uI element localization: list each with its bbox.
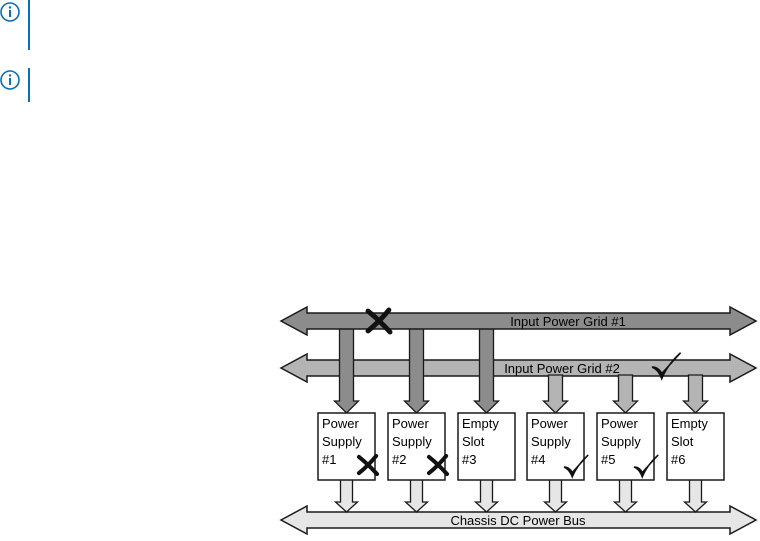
slot-label-line: Power [531,416,569,431]
slot-label-line: #5 [601,452,615,467]
slot-box [457,412,516,481]
slot-label-line: Power [392,416,430,431]
grid-2-drop-arrow [611,374,640,414]
slot-label-line: Supply [322,434,362,449]
input-power-grid-2 [279,352,758,384]
slot-output-arrow [612,478,639,513]
info-note-2 [0,68,40,102]
slot-label-line: #6 [671,452,685,467]
slot-label-line: Supply [601,434,641,449]
grid-2-ok-icon [651,352,682,381]
slot-fail-icon [356,453,380,477]
grid-1-drop-arrow [402,327,431,414]
grid-2-drop-arrow [681,374,710,414]
grid-1-label: Input Power Grid #1 [510,314,626,329]
chassis-dc-power-bus [279,504,758,536]
grid-1-fail-icon [365,307,393,335]
slot-ok-icon [563,454,589,479]
slot-output-arrow [542,478,569,513]
grid-2-drop-arrow [541,374,570,414]
slot-output-arrow [473,478,500,513]
info-icon [0,70,20,90]
slot-output-arrow [682,478,709,513]
slot-ok-icon [633,454,659,479]
slot-box [666,412,725,481]
slot-label-line: #2 [392,452,406,467]
grid-1-drop-arrow [332,327,361,414]
slot-output-arrow [333,478,360,513]
slot-output-arrow [403,478,430,513]
grid-1-drop-arrow [472,327,501,414]
slot-label-line: Empty [671,416,708,431]
slot-box [596,412,655,481]
grid-2-label: Input Power Grid #2 [504,361,620,376]
note-divider [28,68,30,102]
slot-label-line: Empty [462,416,499,431]
slot-label-line: Power [601,416,639,431]
info-icon [0,2,20,22]
note-divider [28,0,30,50]
info-note-1 [0,0,40,50]
slot-label-line: Slot [462,434,485,449]
slot-label-line: Supply [531,434,571,449]
slot-label-line: Slot [671,434,694,449]
slot-box [526,412,585,481]
input-power-grid-1 [279,305,758,337]
slot-label-line: Supply [392,434,432,449]
bus-label: Chassis DC Power Bus [450,513,586,528]
slot-label-line: #1 [322,452,336,467]
slot-label-line: Power [322,416,360,431]
slot-label-line: #4 [531,452,545,467]
slot-fail-icon [426,453,450,477]
slot-label-line: #3 [462,452,476,467]
